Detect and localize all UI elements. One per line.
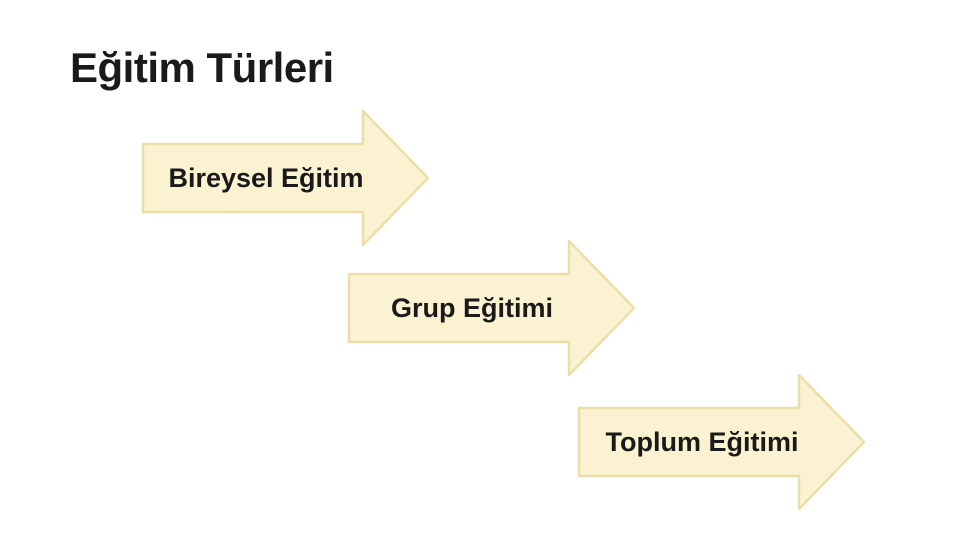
arrow-shape-toplum-egitimi: Toplum Eğitimi [577,372,867,512]
arrow-label: Grup Eğitimi [391,292,553,323]
page-title: Eğitim Türleri [70,44,334,91]
arrow-label: Bireysel Eğitim [168,162,364,193]
right-arrow-icon [141,109,430,247]
right-arrow-icon [577,373,866,511]
arrow-label: Toplum Eğitimi [605,426,799,457]
arrow-shape-bireysel-egitim: Bireysel Eğitim [141,108,431,248]
right-arrow-icon [347,239,636,377]
arrow-shape-grup-egitimi: Grup Eğitimi [347,238,637,378]
